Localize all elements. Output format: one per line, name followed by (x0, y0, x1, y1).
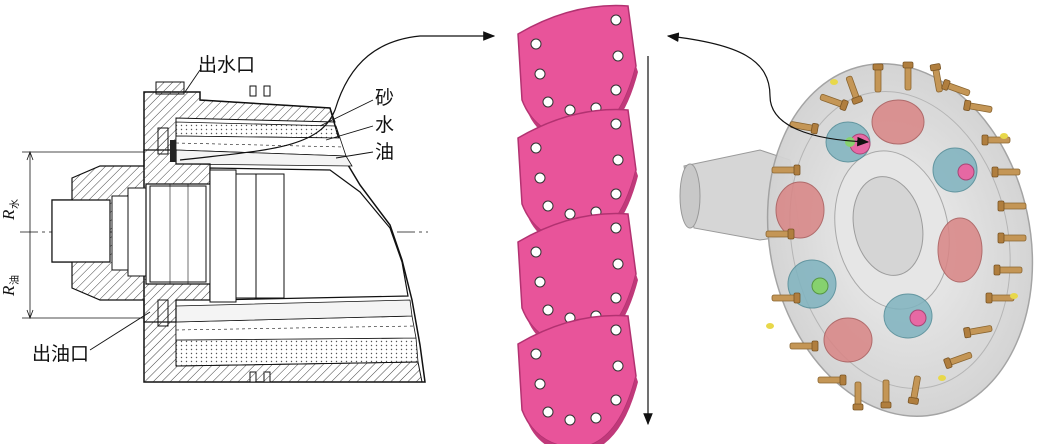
curved-arrow-icon (179, 31, 496, 161)
svg-text:R: R (0, 209, 18, 221)
r-oil-label: R 油 (0, 275, 21, 297)
sand-label: 砂 (375, 87, 394, 109)
water-outlet-label: 出水口 (198, 54, 255, 76)
svg-text:油: 油 (8, 275, 21, 285)
svg-text:水: 水 (9, 199, 21, 209)
oil-label: 油 (375, 141, 394, 163)
svg-text:R: R (0, 285, 18, 297)
curved-double-arrow-icon (666, 32, 870, 147)
water-label: 水 (375, 114, 394, 136)
plate-4 (517, 314, 639, 444)
oil-outlet-label: 出油口 (32, 343, 89, 365)
assembly-3d (666, 32, 1034, 417)
shaft (51, 199, 111, 263)
cross-section-drawing: 出水口 出油口 砂 水 油 R 水 R 油 (0, 31, 496, 383)
plate-sequence (517, 4, 653, 444)
r-water-label: R 水 (0, 199, 21, 221)
dimension-lines (22, 150, 150, 320)
lower-sand-layer (175, 337, 419, 367)
